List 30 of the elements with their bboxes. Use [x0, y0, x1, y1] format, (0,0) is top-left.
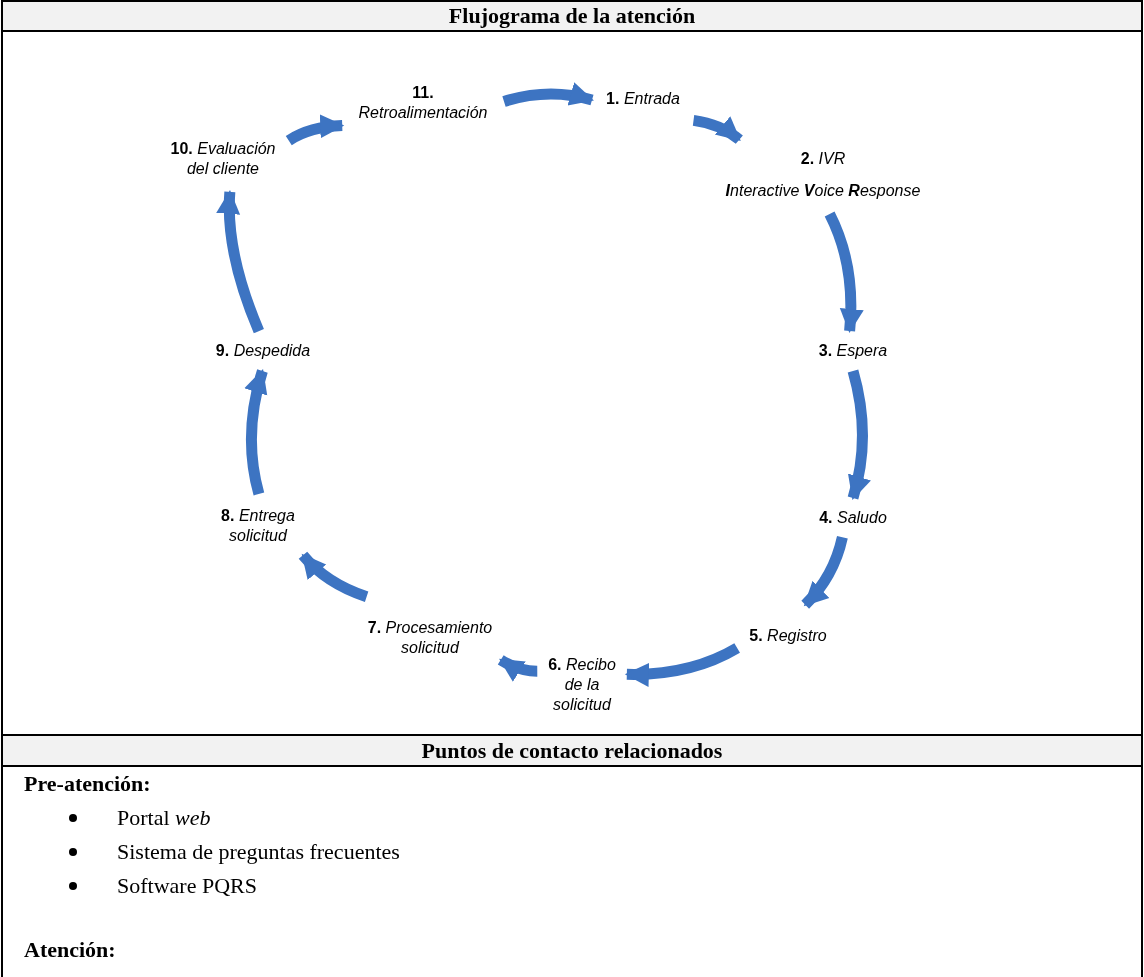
section-heading: Puntos de contacto relacionados — [421, 739, 723, 762]
curved-arrow — [497, 655, 538, 682]
curved-arrow — [285, 114, 345, 146]
curved-arrow — [298, 551, 369, 602]
step-label: 11. Retroalimentación — [357, 83, 489, 123]
list-item: Sistema de preguntas frecuentes — [117, 838, 400, 866]
step-label: 9. Despedida — [215, 341, 311, 361]
curved-arrow — [847, 369, 871, 500]
step-label: 8. Entrega solicitud — [220, 506, 296, 546]
step-label: 1. Entrada — [606, 89, 680, 109]
step-label: 4. Saludo — [819, 508, 887, 528]
step-label: 7. Procesamiento solicitud — [366, 618, 494, 658]
curved-arrow — [244, 369, 268, 496]
list-item: Portal web — [117, 804, 211, 832]
step-label: 6. Recibo de la solicitud — [547, 655, 617, 715]
step-label: 3. Espera — [818, 341, 888, 361]
curved-arrow — [216, 189, 264, 334]
curved-arrow — [692, 114, 743, 144]
curved-arrow — [801, 535, 848, 609]
category-heading: Atención: — [24, 936, 117, 964]
curved-arrow — [624, 643, 740, 687]
curved-arrow — [824, 211, 864, 334]
category-heading: Pre-atención: — [24, 770, 152, 798]
step-label: 2. IVR — [800, 149, 846, 169]
table-heading: Flujograma de la atención — [448, 5, 696, 27]
step-label: Interactive Voice Response — [725, 181, 921, 201]
step-label: 10. Evaluación del cliente — [169, 139, 277, 179]
list-item: Software PQRS — [117, 872, 257, 900]
curved-arrow — [502, 82, 594, 107]
step-label: 5. Registro — [749, 626, 827, 646]
